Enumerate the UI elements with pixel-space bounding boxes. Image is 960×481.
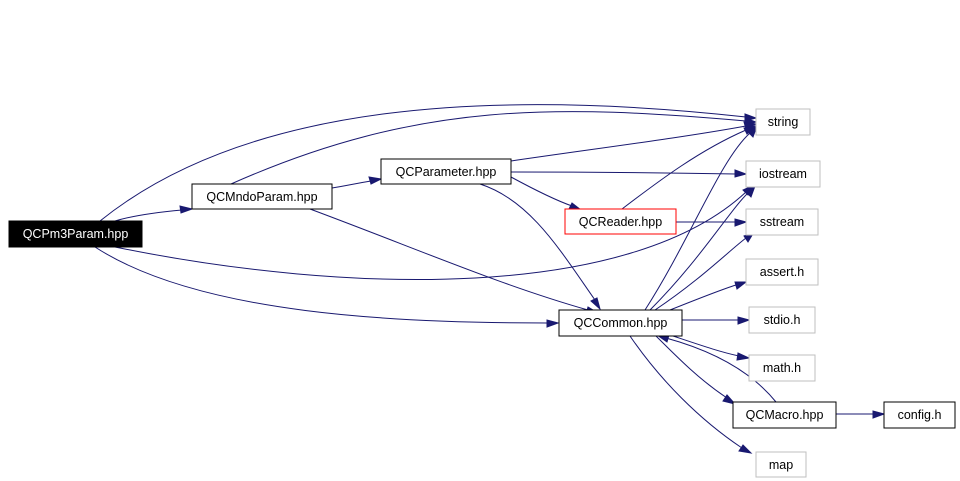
edge-arrowhead [734,281,748,290]
nodes-layer: QCPm3Param.hpp QCMndoParam.hpp QCParamet… [8,108,956,478]
node-label: QCMndoParam.hpp [206,190,317,204]
node-box [748,354,816,382]
node-label: QCParameter.hpp [396,165,497,179]
edge-qccommon-to-qcmacro [654,334,728,399]
node-config-h[interactable]: config.h [883,401,956,429]
node-label: QCReader.hpp [579,215,662,229]
node-label: map [769,458,793,472]
node-label: stdio.h [764,313,801,327]
edge-qccommon-to-iostream [649,192,749,311]
edge-arrowhead [734,169,748,178]
edge-qcreader-to-string [621,129,747,210]
node-qcmacro[interactable]: QCMacro.hpp [732,401,837,429]
edge-arrowhead [734,218,748,227]
node-qcparameter[interactable]: QCParameter.hpp [380,158,512,185]
node-string[interactable]: string [755,108,811,136]
node-iostream[interactable]: iostream [745,160,821,188]
node-box [732,401,837,429]
node-box [191,183,333,210]
node-box [748,306,816,334]
node-box [564,208,677,235]
edge-arrowhead [179,205,194,214]
edges-layer [94,104,886,454]
edge-arrowhead [590,297,601,311]
edge-arrowhead [738,444,753,454]
edge-qccommon-to-math-h [669,334,740,357]
node-stdio-h[interactable]: stdio.h [748,306,816,334]
edge-qccommon-to-string [644,132,751,311]
node-label: string [768,115,799,129]
node-box [380,158,512,185]
edge-qcpm3param-to-qcmndoparam [114,209,183,222]
node-label: iostream [759,167,807,181]
node-box [745,208,819,236]
edge-qcpm3param-to-string [99,104,747,222]
edge-arrowhead [546,319,560,328]
node-box [755,108,811,136]
node-label: assert.h [760,265,805,279]
node-box [745,160,821,188]
node-box [755,451,807,478]
edge-arrowhead [722,394,737,405]
edge-qccommon-to-map [629,335,743,449]
node-math-h[interactable]: math.h [748,354,816,382]
edge-arrowhead [737,316,751,325]
node-label: QCPm3Param.hpp [23,227,129,241]
node-label: sstream [760,215,804,229]
edge-qcparameter-to-string [510,125,747,162]
edge-arrowhead [747,124,758,138]
edge-qcpm3param-to-iostream [114,191,747,281]
node-assert-h[interactable]: assert.h [745,258,819,286]
edge-qcparameter-to-qccommon [479,183,596,301]
node-label: config.h [898,408,942,422]
node-label: QCMacro.hpp [746,408,824,422]
node-qcreader[interactable]: QCReader.hpp [564,208,677,235]
edge-arrowhead [745,184,756,198]
node-label: QCCommon.hpp [574,316,668,330]
edge-qcmacro-to-qccommon [665,337,777,403]
node-qccommon[interactable]: QCCommon.hpp [558,309,683,337]
edge-qccommon-to-sstream [654,237,747,311]
node-box [558,309,683,337]
node-box [745,258,819,286]
edge-qcparameter-to-iostream [510,171,737,175]
node-sstream[interactable]: sstream [745,208,819,236]
node-qcmndoparam[interactable]: QCMndoParam.hpp [191,183,333,210]
node-box [8,220,143,248]
edge-qcpm3param-to-qccommon [94,246,549,324]
edge-arrowhead [736,352,751,361]
node-qcpm3param[interactable]: QCPm3Param.hpp [8,220,143,248]
node-label: math.h [763,361,801,375]
edge-qcparameter-to-qcreader [510,176,573,207]
node-box [883,401,956,429]
edge-arrowhead [872,410,886,419]
node-map[interactable]: map [755,451,807,478]
edge-qccommon-to-assert-h [669,284,737,311]
edge-arrowhead [368,176,383,185]
edge-qcmndoparam-to-string [230,111,747,185]
edge-qcmndoparam-to-qccommon [309,208,589,311]
edge-qcmndoparam-to-qcparameter [331,180,372,189]
